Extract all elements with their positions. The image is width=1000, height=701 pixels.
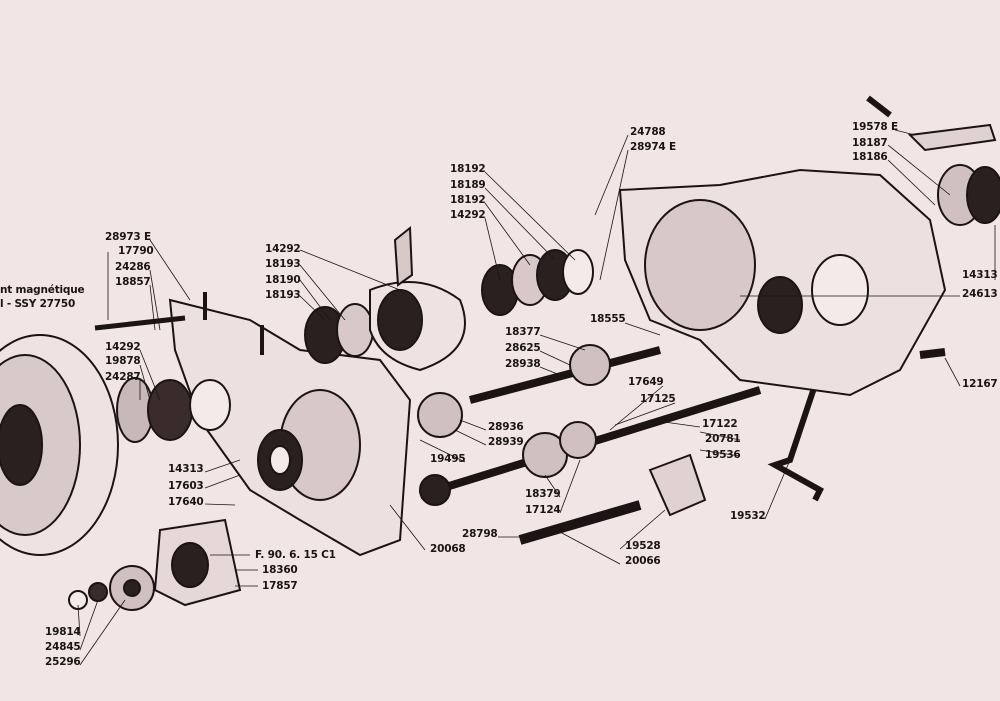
part-number-label: 28973 E bbox=[105, 231, 151, 243]
caption-line-1: nt magnétique bbox=[0, 284, 85, 296]
part-number-label: 18379 bbox=[525, 488, 561, 500]
right-crankcase-half bbox=[618, 95, 1000, 397]
part-number-label: 28798 bbox=[462, 528, 498, 540]
part-number-label: 28625 bbox=[505, 342, 541, 354]
part-number-label: 14292 bbox=[450, 209, 486, 221]
part-number-label: 14313 bbox=[962, 269, 998, 281]
part-number-label: 18192 bbox=[450, 163, 486, 175]
crankshaft bbox=[304, 225, 594, 372]
part-number-label: 18189 bbox=[450, 179, 486, 191]
part-number-label: 19532 bbox=[730, 510, 766, 522]
part-number-label: 19814 bbox=[45, 626, 81, 638]
part-number-label: 19536 bbox=[705, 449, 741, 461]
part-number-label: 28939 bbox=[488, 436, 524, 448]
part-number-label: 20066 bbox=[625, 555, 661, 567]
part-number-label: 14292 bbox=[105, 341, 141, 353]
part-number-label: 24845 bbox=[45, 641, 81, 653]
part-number-label: 18193 bbox=[265, 258, 301, 270]
part-number-label: 14292 bbox=[265, 243, 301, 255]
part-number-label: 17124 bbox=[525, 504, 561, 516]
part-number-label: 20068 bbox=[430, 543, 466, 555]
part-number-label: 19578 E bbox=[852, 121, 898, 133]
part-number-label: 24788 bbox=[630, 126, 666, 138]
part-number-label: 19528 bbox=[625, 540, 661, 552]
part-number-label: 18360 bbox=[262, 564, 298, 576]
part-number-label: 24286 bbox=[115, 261, 151, 273]
part-number-label: 20781 bbox=[705, 433, 741, 445]
caption-line-2: l - SSY 27750 bbox=[0, 298, 76, 310]
part-number-label: 18190 bbox=[265, 274, 301, 286]
part-number-label: 25296 bbox=[45, 656, 81, 668]
part-number-label: 24613 bbox=[962, 288, 998, 300]
part-number-label: 19878 bbox=[105, 355, 141, 367]
sprocket-cover-plate bbox=[68, 518, 242, 611]
part-number-label: 17640 bbox=[168, 496, 204, 508]
leader-lines bbox=[77, 129, 996, 666]
part-number-label: 12167 bbox=[962, 378, 998, 390]
flywheel-magneto bbox=[0, 334, 193, 556]
part-number-label: 17122 bbox=[702, 418, 738, 430]
part-number-label: 17790 bbox=[118, 245, 154, 257]
gearbox-shafts bbox=[417, 344, 824, 545]
part-number-label: 24287 bbox=[105, 371, 141, 383]
part-number-label: F. 90. 6. 15 C1 bbox=[255, 549, 336, 561]
part-number-label: 18187 bbox=[852, 137, 888, 149]
part-number-label: 14313 bbox=[168, 463, 204, 475]
part-number-label: 17125 bbox=[640, 393, 676, 405]
part-number-label: 18377 bbox=[505, 326, 541, 338]
part-number-label: 17649 bbox=[628, 376, 664, 388]
part-number-label: 18857 bbox=[115, 276, 151, 288]
left-crankcase-half bbox=[94, 292, 412, 557]
part-number-label: 28974 E bbox=[630, 141, 676, 153]
part-number-label: 28936 bbox=[488, 421, 524, 433]
part-number-label: 19495 bbox=[430, 453, 466, 465]
part-number-label: 18186 bbox=[852, 151, 888, 163]
part-number-label: 28938 bbox=[505, 358, 541, 370]
part-number-label: 17603 bbox=[168, 480, 204, 492]
part-number-label: 18555 bbox=[590, 313, 626, 325]
part-number-label: 18192 bbox=[450, 194, 486, 206]
part-number-label: 17857 bbox=[262, 580, 298, 592]
part-number-label: 18193 bbox=[265, 289, 301, 301]
